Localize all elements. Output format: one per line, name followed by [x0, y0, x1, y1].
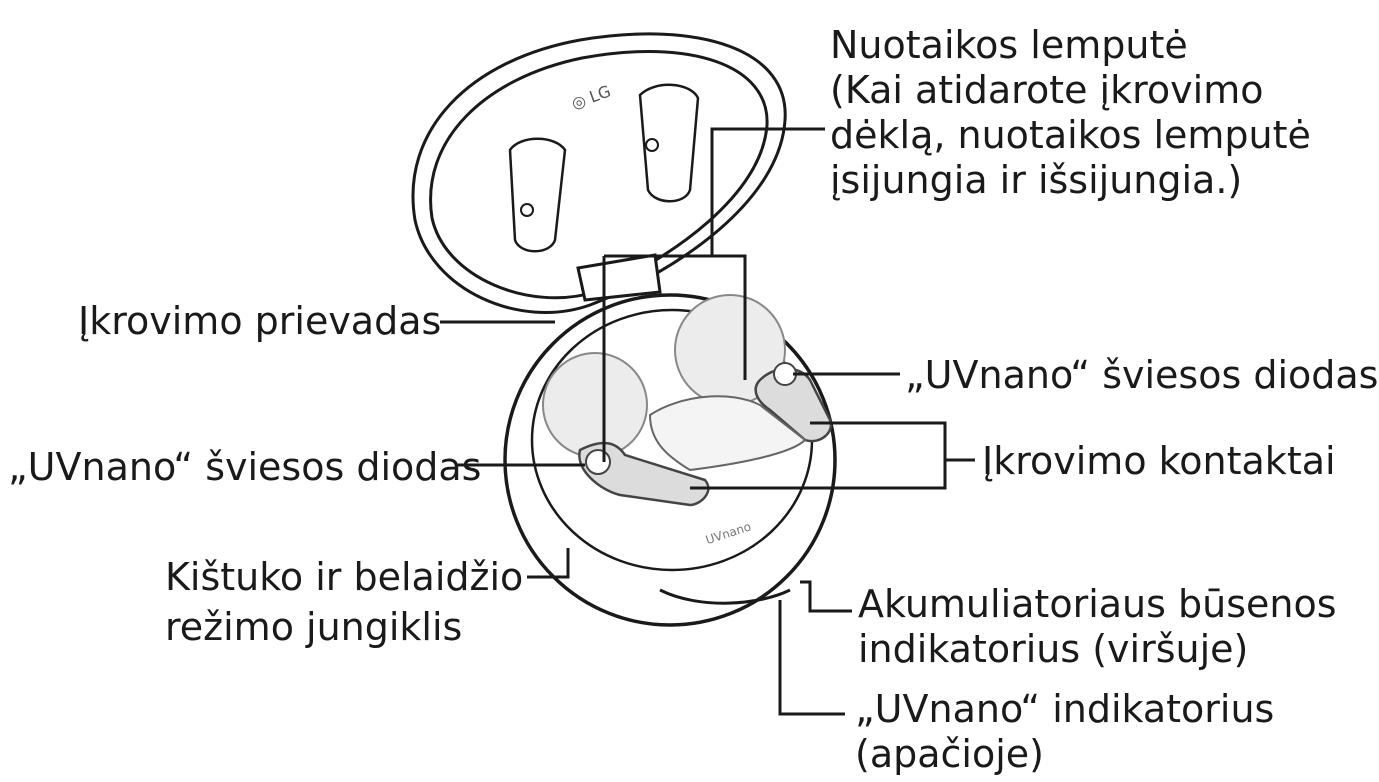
lid-inner-rim [429, 50, 769, 300]
lid-slot-right [638, 83, 700, 203]
label-plug-switch-line1: Kištuko ir belaidžio [165, 555, 524, 599]
lid-slot-left [508, 137, 567, 253]
case-lid: ◎ LG [411, 32, 787, 314]
leader-charging-contacts [690, 421, 975, 490]
front-lip [659, 588, 791, 605]
label-uvnano-indicator-line2: (apačioje) [855, 732, 1044, 776]
label-battery-line2: indikatorius (viršuje) [858, 627, 1249, 671]
leader-mood-light-branch [602, 254, 747, 462]
label-uvnano-led-right: „UVnano“ šviesos diodas [905, 353, 1379, 397]
label-charging-port: Įkrovimo prievadas [78, 299, 442, 343]
leader-plug-switch [527, 548, 570, 579]
lid-slot-right-dot [645, 138, 659, 152]
label-battery-line1: Akumuliatoriaus būsenos [858, 582, 1337, 626]
uvnano-led-left-spot [585, 449, 611, 475]
hinge [576, 253, 662, 302]
label-plug-switch-line2: režimo jungiklis [165, 605, 463, 649]
label-uvnano-indicator-line1: „UVnano“ indikatorius [855, 687, 1275, 731]
label-charging-contacts: Įkrovimo kontaktai [982, 439, 1336, 483]
label-uvnano-led-left: „UVnano“ šviesos diodas [8, 445, 482, 489]
leader-uvnano-indicator [778, 600, 845, 716]
label-mood-light-line4: įsijungia ir išsijungia.) [830, 158, 1243, 202]
leader-mood-light [710, 127, 825, 256]
lid-slot-left-dot [520, 203, 534, 217]
leader-lines [440, 127, 975, 716]
earbud-well-left [542, 352, 648, 458]
central-bridge [648, 395, 807, 472]
case-base: UVnano [503, 293, 837, 627]
lid-outline [411, 32, 787, 314]
label-mood-light-line3: dėklą, nuotaikos lemputė [830, 113, 1311, 157]
label-mood-light-line1: Nuotaikos lemputė [830, 23, 1188, 67]
uvnano-led-right-spot [773, 362, 797, 386]
label-mood-light-line2: (Kai atidarote įkrovimo [830, 68, 1264, 112]
leader-battery [800, 580, 852, 613]
stem-left [578, 441, 710, 507]
